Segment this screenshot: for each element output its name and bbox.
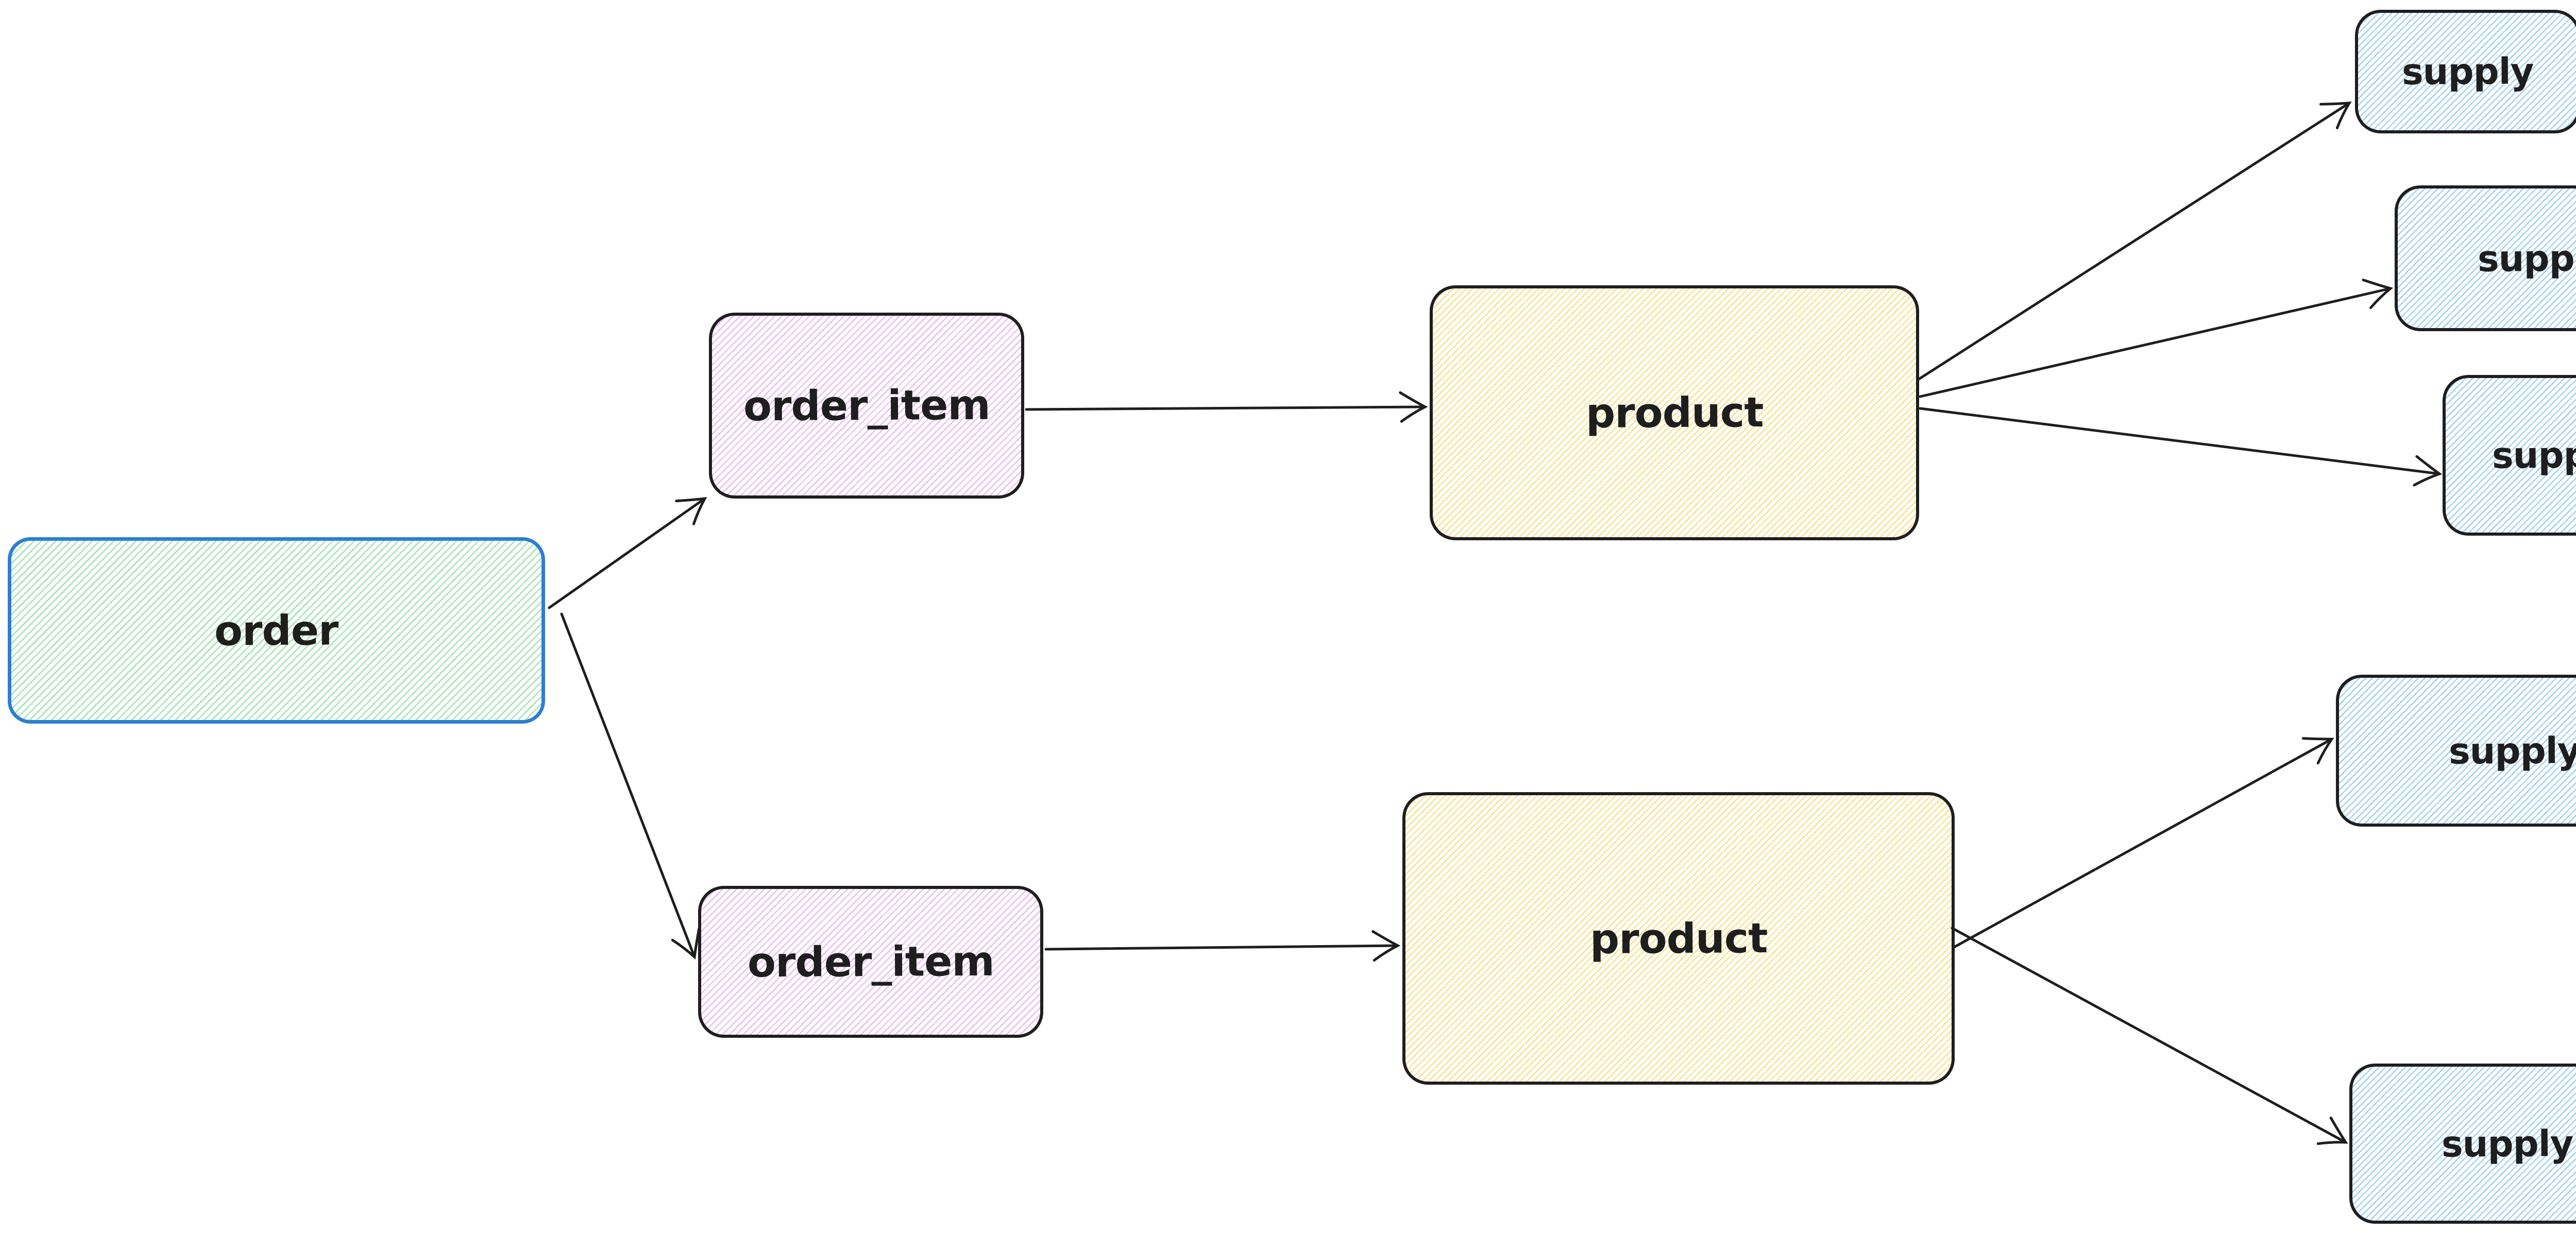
arrow-order-item-top-to-product-top[interactable] [1025,391,1428,423]
arrow-order-item-bottom-to-product-bottom[interactable] [1044,930,1401,962]
arrow-product-top-to-supply-2[interactable] [1919,278,2394,398]
node-order-item-bottom-label: order_item [747,937,994,987]
node-supply-5-label: supply [2441,1122,2573,1166]
node-supply-4-label: supply [2448,729,2576,773]
arrow-product-bottom-to-supply-4[interactable] [1952,737,2334,949]
node-product-bottom[interactable]: product [1402,792,1955,1085]
node-supply-3[interactable]: supply [2443,375,2576,536]
node-supply-4[interactable]: supply [2336,675,2576,827]
node-product-bottom-label: product [1589,914,1768,963]
node-product-top-label: product [1585,388,1764,437]
node-supply-3-label: supply [2492,434,2576,477]
arrow-product-bottom-to-supply-5[interactable] [1951,927,2348,1145]
node-supply-2[interactable]: supply [2395,185,2576,331]
node-order-item-top[interactable]: order_item [709,313,1024,499]
node-order[interactable]: order [8,537,545,724]
node-order-label: order [214,606,338,655]
arrow-product-top-to-supply-3[interactable] [1919,407,2443,487]
arrow-order-to-order-item-top[interactable] [548,496,707,609]
node-supply-5[interactable]: supply [2349,1064,2576,1224]
node-supply-2-label: supply [2478,236,2576,280]
node-supply-1[interactable]: supply [2355,10,2576,133]
node-supply-1-label: supply [2402,50,2534,93]
node-order-item-bottom[interactable]: order_item [698,886,1043,1038]
node-order-item-top-label: order_item [743,381,990,431]
arrow-product-top-to-supply-1[interactable] [1917,101,2352,381]
node-product-top[interactable]: product [1430,285,1919,540]
arrow-order-to-order-item-bottom[interactable] [560,612,701,960]
